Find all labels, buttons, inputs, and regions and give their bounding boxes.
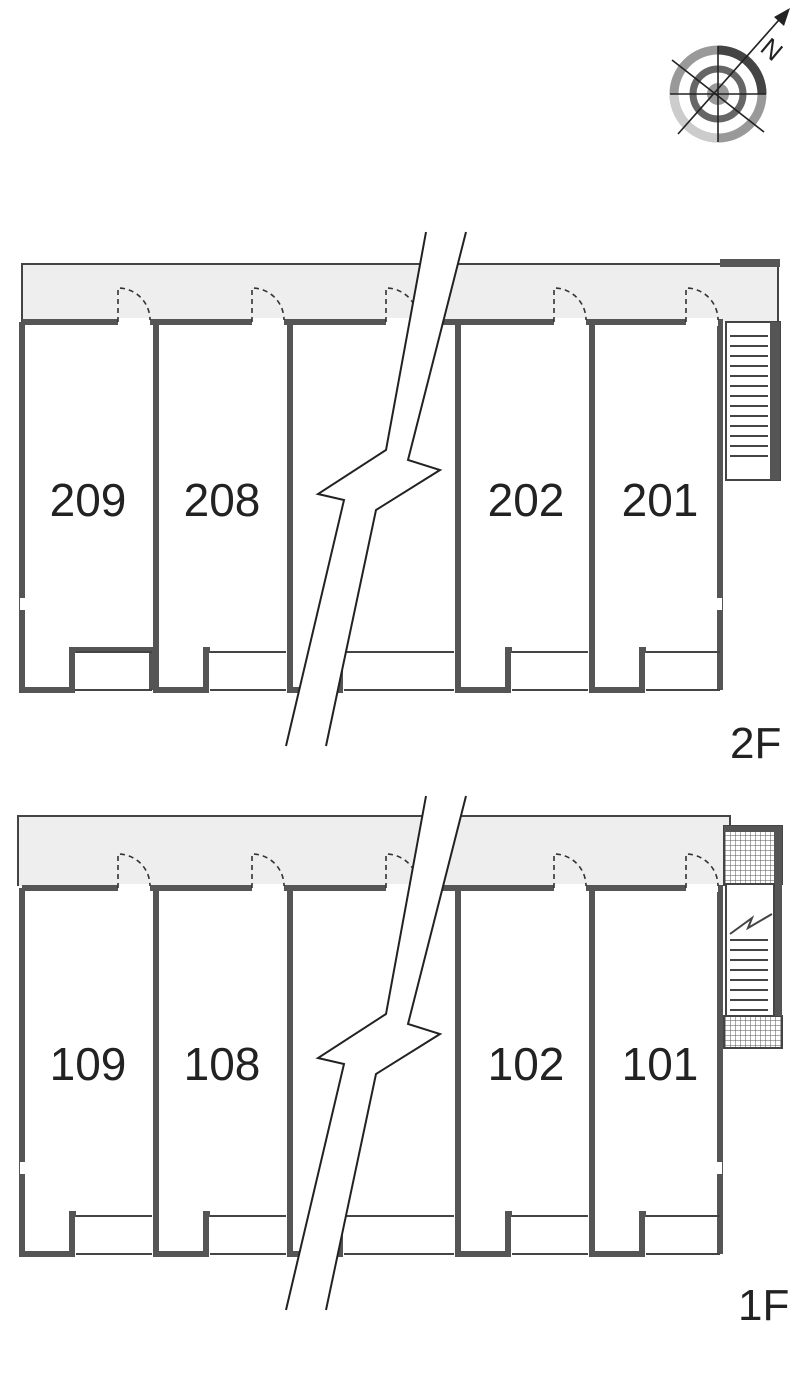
room-number: 109 <box>50 1038 127 1090</box>
room-number: 209 <box>50 474 127 526</box>
corridor <box>21 263 779 322</box>
room-number: 201 <box>622 474 699 526</box>
compass-icon: N <box>669 8 790 143</box>
room-number: 202 <box>488 474 565 526</box>
floor-label: 1F <box>738 1281 789 1330</box>
room-number: 108 <box>184 1038 261 1090</box>
compass-north-label: N <box>755 32 789 67</box>
room-number: 101 <box>622 1038 699 1090</box>
room-number: 208 <box>184 474 261 526</box>
room-number: 102 <box>488 1038 565 1090</box>
staircase <box>723 825 783 1049</box>
corridor <box>17 815 731 886</box>
break-line <box>285 795 427 1311</box>
floor-2f: 209 208 202 201 2F <box>19 231 781 768</box>
floor-1f: 109 108 102 101 1F <box>17 795 789 1330</box>
doors <box>20 853 722 1174</box>
floor-label: 2F <box>730 719 781 768</box>
doors <box>20 287 722 610</box>
staircase <box>725 321 781 481</box>
